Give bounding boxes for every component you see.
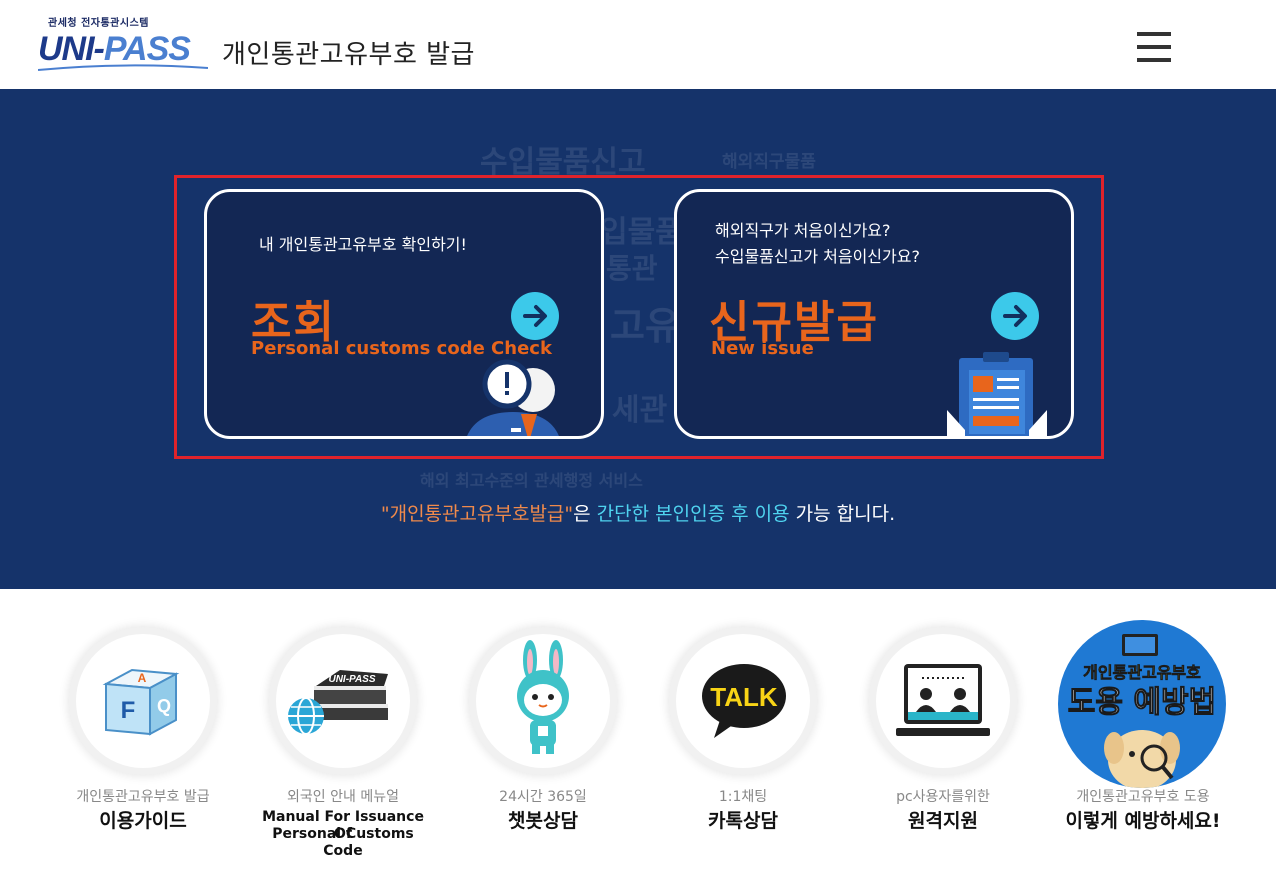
card-subtitle-line2: 수입물품신고가 처음이신가요? (715, 247, 920, 266)
quick-link-caption: 개인통관고유부호 도용 (1076, 789, 1210, 805)
new-issue-card[interactable]: 해외직구가 처음이신가요? 수입물품신고가 처음이신가요? 신규발급 New i… (674, 189, 1074, 439)
card-title: 신규발급 (709, 297, 879, 348)
unipass-logo[interactable]: 관세청 전자통관시스템 UNI-PASS (38, 14, 214, 76)
chatbot-rabbit-icon (476, 634, 610, 768)
logo-subtitle: 관세청 전자통관시스템 (48, 18, 149, 29)
quick-link-caption: 외국인 안내 메뉴얼 (287, 789, 399, 805)
bg-word: 고유 (610, 304, 680, 348)
foreigner-manual-link[interactable]: UNI-PASS 외국인 안내 메뉴얼 Manual For Issuance … (258, 620, 428, 859)
quick-link-en-line2: Personal Customs Code (272, 826, 414, 859)
svg-text:Q: Q (157, 696, 171, 716)
magnifier-person-icon (467, 359, 559, 436)
highlight-frame (174, 175, 1104, 459)
fraud-prevention-link[interactable]: 개인통관고유부호 도용 예방법 개인통관고유부호 도용 이렇게 예방하세요! (1058, 620, 1228, 850)
notice-service-name: "개인통관고유부호발급" (380, 503, 574, 525)
quick-link-caption: 1:1채팅 (718, 789, 768, 805)
arrow-right-circle-icon[interactable] (991, 292, 1039, 340)
card-subtitle: 내 개인통관고유부호 확인하기! (259, 235, 467, 254)
badge-line2: 도용 예방법 (1068, 685, 1216, 720)
quick-link-caption: 개인통관고유부호 발급 (76, 789, 210, 805)
remote-support-link[interactable]: pc사용자를위한 원격지원 (858, 620, 1028, 850)
card-en-title: New issue (711, 338, 814, 359)
bg-word: 세관 (612, 393, 668, 428)
notice-text: "개인통관고유부호발급"은 간단한 본인인증 후 이용 가능 합니다. (0, 499, 1276, 526)
quick-link-title: 카톡상담 (708, 810, 778, 832)
talk-bubble-text: TALK (710, 682, 778, 712)
quick-link-title: 이렇게 예방하세요! (1065, 810, 1221, 832)
book-label: UNI-PASS (328, 674, 375, 685)
lookup-card[interactable]: 내 개인통관고유부호 확인하기! 조회 Personal customs cod… (204, 189, 604, 439)
svg-text:F: F (121, 697, 136, 724)
logo-wordmark: UNI-PASS (38, 30, 191, 69)
bg-word: 통관 (606, 252, 658, 285)
svg-text:A: A (138, 671, 147, 685)
card-en-title: Personal customs code Check (251, 338, 552, 359)
chatbot-link[interactable]: 24시간 365일 챗봇상담 (458, 620, 628, 850)
bg-word: 입물품 (600, 215, 683, 250)
quick-link-caption: pc사용자를위한 (896, 789, 990, 805)
logo-uni: UNI- (38, 30, 105, 68)
bg-word: 해외 최고수준의 관세행정 서비스 (420, 471, 643, 490)
usage-guide-link[interactable]: F Q A 개인통관고유부호 발급 이용가이드 (58, 620, 228, 850)
quick-link-caption: 24시간 365일 (499, 789, 587, 805)
remote-support-icon (876, 634, 1010, 768)
quick-link-title: 챗봇상담 (508, 810, 578, 832)
notice-auth: 간단한 본인인증 후 이용 (596, 503, 790, 525)
clipboard-document-icon (947, 352, 1047, 436)
notice-end: 가능 합니다. (789, 503, 896, 525)
arrow-right-circle-icon[interactable] (511, 292, 559, 340)
quick-link-en-line1: Manual For Issuance Of (262, 809, 424, 842)
kakaotalk-icon: TALK (676, 634, 810, 768)
bg-word: 해외직구물품 (722, 152, 816, 172)
kakaotalk-link[interactable]: TALK 1:1채팅 카톡상담 (658, 620, 828, 850)
bg-word: 수입물품신고 (480, 145, 646, 180)
notice-particle: 은 (573, 503, 597, 525)
faq-cube-icon: F Q A (76, 634, 210, 768)
card-subtitle-line1: 해외직구가 처음이신가요? (715, 221, 891, 240)
quick-link-title: 원격지원 (908, 810, 978, 832)
quick-link-title: 이용가이드 (99, 810, 187, 832)
fraud-prevention-dog-icon: 개인통관고유부호 도용 예방법 (1058, 620, 1226, 788)
logo-swoosh-icon (38, 64, 208, 71)
logo-pass: PASS (103, 30, 191, 68)
header: 관세청 전자통관시스템 UNI-PASS 개인통관고유부호 발급 (0, 0, 1276, 89)
page-title: 개인통관고유부호 발급 (222, 40, 475, 70)
hero-section: 수입물품신고 해외직구물품 입물품 통관 고유 세관 해외 최고수준의 관세행정… (0, 89, 1276, 589)
badge-line1: 개인통관고유부호 (1083, 663, 1201, 682)
hamburger-menu-icon[interactable] (1137, 30, 1171, 64)
card-title: 조회 (251, 297, 336, 348)
manual-books-globe-icon: UNI-PASS (276, 634, 410, 768)
